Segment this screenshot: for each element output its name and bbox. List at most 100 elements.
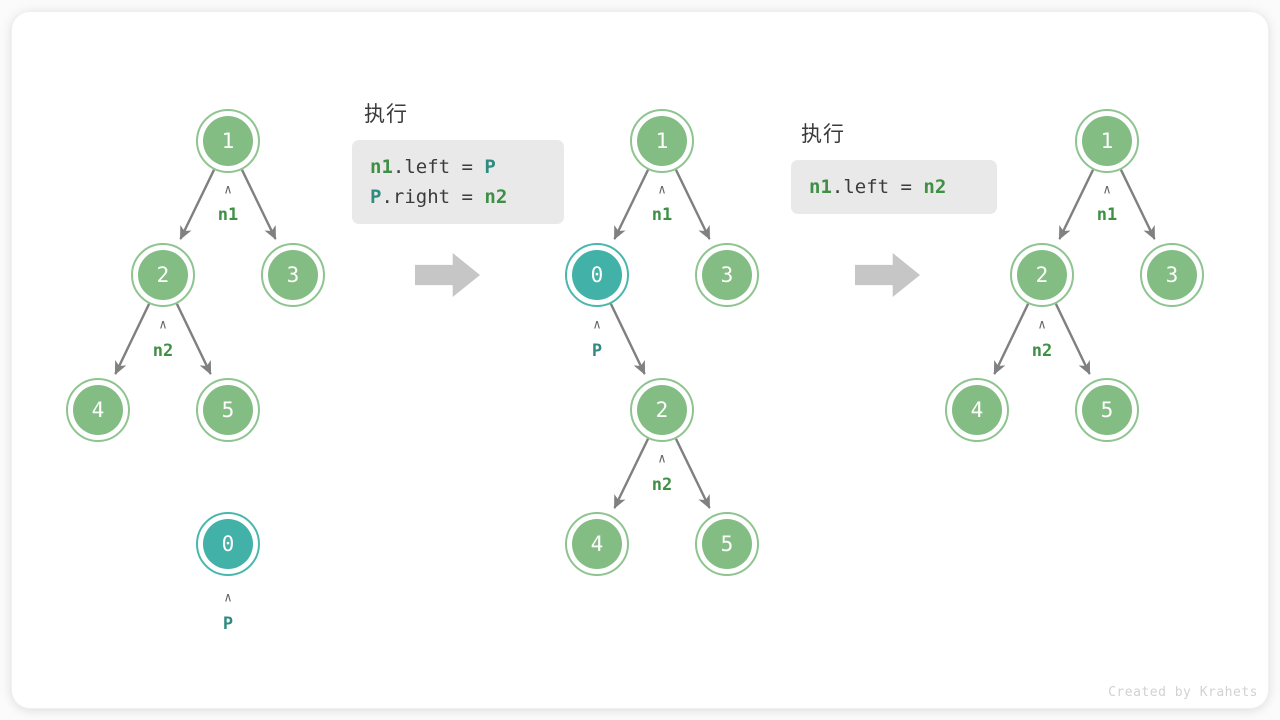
- tree-edge: [1119, 169, 1156, 240]
- code-line: P.right = n2: [370, 182, 546, 212]
- node-value: 1: [656, 129, 669, 153]
- pointer-caret-icon: ∧: [224, 591, 232, 606]
- tree-node: 4: [565, 512, 629, 576]
- tree-node: 2: [1010, 243, 1074, 307]
- node-circle: [1082, 385, 1132, 435]
- tree-node: 3: [261, 243, 325, 307]
- node-circle: [1017, 250, 1067, 300]
- tree-edge: [175, 303, 212, 375]
- tree-node: 1: [1075, 109, 1139, 173]
- tree-edge: [1058, 169, 1095, 240]
- pointer-labels: ∧n1∧n2∧P∧n1∧P∧n2∧n1∧n2: [153, 183, 1117, 635]
- tree-node: 0: [565, 243, 629, 307]
- code-snippet: n1.left = n2: [791, 160, 997, 214]
- code-token: P: [370, 186, 382, 208]
- node-value: 4: [591, 532, 604, 556]
- node-value: 2: [1036, 263, 1049, 287]
- tree-edge: [240, 169, 277, 240]
- code-token: n1: [370, 156, 393, 178]
- exec-label: 执行: [801, 123, 845, 146]
- tree-node: 2: [131, 243, 195, 307]
- node-value: 5: [1101, 398, 1114, 422]
- pointer-caret-icon: ∧: [658, 183, 666, 198]
- pointer-caret-icon: ∧: [1103, 183, 1111, 198]
- pointer-label: n2: [652, 475, 672, 495]
- node-value: 4: [92, 398, 105, 422]
- node-circle: [203, 116, 253, 166]
- tree-edge: [613, 169, 650, 240]
- pointer-label: n1: [218, 205, 238, 225]
- code-token: n2: [923, 176, 947, 198]
- code-token: .left =: [392, 156, 485, 178]
- node-circle: [702, 250, 752, 300]
- code-token: .left =: [831, 176, 924, 198]
- tree-node: 5: [695, 512, 759, 576]
- tree-node: 1: [630, 109, 694, 173]
- watermark: Created by Krahets: [1108, 685, 1258, 700]
- code-token: n2: [484, 186, 508, 208]
- tree-node: 5: [196, 378, 260, 442]
- pointer-label: P: [223, 614, 233, 634]
- node-value: 4: [971, 398, 984, 422]
- code-line: n1.left = P: [370, 152, 546, 182]
- tree-node: 5: [1075, 378, 1139, 442]
- tree-node: 4: [945, 378, 1009, 442]
- node-circle: [138, 250, 188, 300]
- node-circle: [268, 250, 318, 300]
- tree-edge: [1054, 303, 1091, 375]
- node-value: 5: [721, 532, 734, 556]
- code-line: n1.left = n2: [809, 172, 979, 202]
- tree-node: 1: [196, 109, 260, 173]
- node-circle: [637, 385, 687, 435]
- node-circle: [952, 385, 1002, 435]
- tree-edge: [179, 169, 216, 240]
- tree-edge: [114, 303, 151, 375]
- code-token: n1: [809, 176, 832, 198]
- node-circle: [1147, 250, 1197, 300]
- node-value: 3: [721, 263, 734, 287]
- pointer-caret-icon: ∧: [1038, 318, 1046, 333]
- node-value: 0: [591, 263, 604, 287]
- block-arrow-2: [855, 253, 920, 297]
- pointer-label: n2: [153, 341, 173, 361]
- node-circle: [572, 250, 622, 300]
- flow-arrows: [415, 253, 920, 297]
- node-circle: [572, 519, 622, 569]
- node-value: 2: [656, 398, 669, 422]
- tree-node: 4: [66, 378, 130, 442]
- pointer-label: P: [592, 341, 602, 361]
- node-value: 0: [222, 532, 235, 556]
- tree-node: 3: [695, 243, 759, 307]
- tree-edge: [674, 438, 711, 509]
- node-circle: [203, 519, 253, 569]
- exec-label: 执行: [364, 103, 408, 126]
- pointer-label: n1: [652, 205, 672, 225]
- pointer-caret-icon: ∧: [159, 318, 167, 333]
- code-token: .right =: [381, 186, 485, 208]
- pointer-label: n1: [1097, 205, 1117, 225]
- node-value: 3: [1166, 263, 1179, 287]
- tree-node: 2: [630, 378, 694, 442]
- tree-node: 0: [196, 512, 260, 576]
- tree-edge: [674, 169, 711, 240]
- node-value: 3: [287, 263, 300, 287]
- node-value: 2: [157, 263, 170, 287]
- tree-edge: [993, 303, 1030, 375]
- node-circle: [702, 519, 752, 569]
- tree-node: 3: [1140, 243, 1204, 307]
- tree-nodes: 1 2 3 4 5 0 1 0 3 2 4 5 1 2 3 4 5: [66, 109, 1204, 576]
- tree-edges: [114, 169, 1156, 509]
- block-arrow-1: [415, 253, 480, 297]
- pointer-caret-icon: ∧: [593, 318, 601, 333]
- pointer-label: n2: [1032, 341, 1052, 361]
- tree-edge: [609, 303, 646, 375]
- node-circle: [203, 385, 253, 435]
- node-circle: [1082, 116, 1132, 166]
- tree-edge: [613, 438, 650, 509]
- pointer-caret-icon: ∧: [658, 452, 666, 467]
- node-circle: [637, 116, 687, 166]
- node-value: 5: [222, 398, 235, 422]
